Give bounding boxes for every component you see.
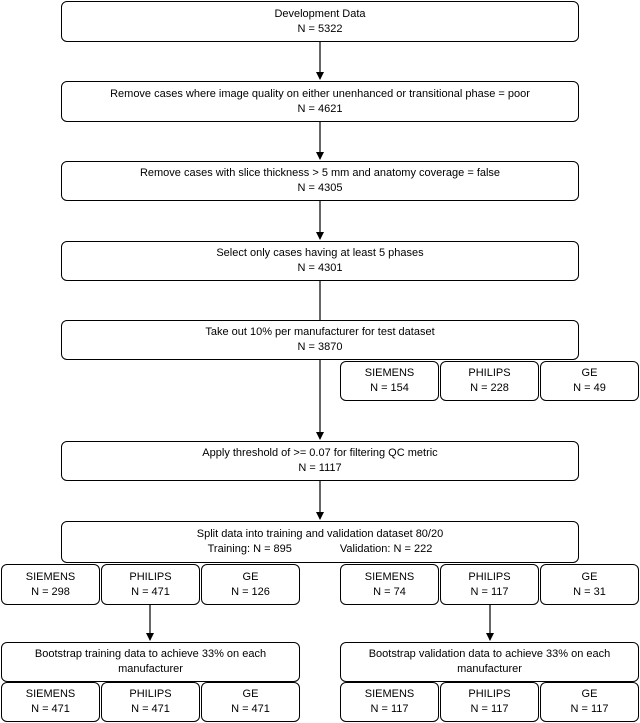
- manufacturer-count: N = 471: [131, 703, 170, 715]
- bootstrap-validation-box: Bootstrap validation data to achieve 33%…: [340, 642, 639, 682]
- manufacturer-count: N = 31: [573, 585, 606, 598]
- manufacturer-name: PHILIPS: [468, 367, 511, 379]
- manufacturer-count: N = 126: [231, 585, 270, 598]
- val-ge-box: GE N = 31: [540, 564, 639, 605]
- manufacturer-count: N = 49: [573, 382, 606, 394]
- manufacturer-name: SIEMENS: [25, 688, 76, 700]
- train-validation-split-box: Split data into training and validation …: [61, 521, 579, 563]
- manufacturer-name: SIEMENS: [364, 688, 415, 700]
- manufacturer-name: PHILIPS: [129, 688, 172, 700]
- manufacturer-name: GE: [242, 688, 259, 700]
- manufacturer-count: N = 117: [470, 585, 509, 598]
- boot-val-philips-box: PHILIPS N = 117: [440, 682, 539, 722]
- step-count: N = 3870: [297, 341, 343, 353]
- manufacturer-count: N = 117: [370, 703, 409, 715]
- step-title: Bootstrap validation data to achieve 33%…: [368, 648, 611, 675]
- manufacturer-name: GE: [581, 688, 598, 700]
- step-count: N = 5322: [297, 22, 343, 35]
- test-ge-box: GE N = 49: [540, 361, 639, 401]
- bootstrap-training-box: Bootstrap training data to achieve 33% o…: [1, 642, 300, 682]
- split-counts: Training: N = 895 Validation: N = 222: [62, 542, 578, 557]
- val-philips-box: PHILIPS N = 117: [440, 564, 539, 605]
- manufacturer-count: N = 471: [131, 585, 170, 598]
- val-siemens-box: SIEMENS N = 74: [340, 564, 439, 605]
- step-title: Take out 10% per manufacturer for test d…: [205, 326, 435, 338]
- step-count: N = 4305: [297, 182, 343, 194]
- manufacturer-name: PHILIPS: [129, 570, 172, 583]
- manufacturer-name: PHILIPS: [468, 688, 511, 700]
- manufacturer-name: SIEMENS: [364, 367, 415, 379]
- manufacturer-count: N = 228: [470, 382, 509, 394]
- phase-filter-box: Select only cases having at least 5 phas…: [61, 241, 579, 281]
- boot-val-ge-box: GE N = 117: [540, 682, 639, 722]
- boot-val-siemens-box: SIEMENS N = 117: [340, 682, 439, 722]
- step-title: Development Data: [274, 7, 366, 20]
- step-title: Remove cases where image quality on eith…: [110, 87, 530, 100]
- train-siemens-box: SIEMENS N = 298: [1, 564, 100, 605]
- qc-threshold-box: Apply threshold of >= 0.07 for filtering…: [61, 441, 579, 481]
- boot-train-philips-box: PHILIPS N = 471: [101, 682, 200, 722]
- manufacturer-count: N = 471: [31, 703, 70, 715]
- training-count: Training: N = 895: [207, 543, 292, 555]
- slice-thickness-filter-box: Remove cases with slice thickness > 5 mm…: [61, 161, 579, 201]
- step-count: N = 4621: [297, 102, 343, 115]
- step-title: Apply threshold of >= 0.07 for filtering…: [202, 447, 438, 459]
- manufacturer-count: N = 298: [31, 585, 70, 598]
- train-ge-box: GE N = 126: [201, 564, 300, 605]
- manufacturer-count: N = 117: [570, 703, 609, 715]
- manufacturer-name: PHILIPS: [468, 570, 511, 583]
- manufacturer-name: SIEMENS: [364, 570, 415, 583]
- manufacturer-count: N = 471: [231, 703, 270, 715]
- manufacturer-name: GE: [581, 570, 598, 583]
- manufacturer-count: N = 154: [370, 382, 409, 394]
- manufacturer-name: GE: [581, 367, 598, 379]
- step-title: Select only cases having at least 5 phas…: [216, 247, 424, 259]
- manufacturer-name: GE: [242, 570, 259, 583]
- test-siemens-box: SIEMENS N = 154: [340, 361, 439, 401]
- manufacturer-name: SIEMENS: [25, 570, 76, 583]
- boot-train-siemens-box: SIEMENS N = 471: [1, 682, 100, 722]
- train-philips-box: PHILIPS N = 471: [101, 564, 200, 605]
- step-title: Split data into training and validation …: [196, 528, 444, 540]
- boot-train-ge-box: GE N = 471: [201, 682, 300, 722]
- step-title: Bootstrap training data to achieve 33% o…: [34, 648, 267, 675]
- test-philips-box: PHILIPS N = 228: [440, 361, 539, 401]
- manufacturer-count: N = 74: [373, 585, 406, 598]
- test-split-box: Take out 10% per manufacturer for test d…: [61, 320, 579, 360]
- development-data-box: Development Data N = 5322: [61, 1, 579, 42]
- validation-count: Validation: N = 222: [339, 543, 433, 555]
- step-count: N = 4301: [297, 262, 343, 274]
- step-title: Remove cases with slice thickness > 5 mm…: [139, 167, 501, 179]
- manufacturer-count: N = 117: [470, 703, 509, 715]
- step-count: N = 1117: [298, 462, 342, 474]
- image-quality-filter-box: Remove cases where image quality on eith…: [61, 81, 579, 122]
